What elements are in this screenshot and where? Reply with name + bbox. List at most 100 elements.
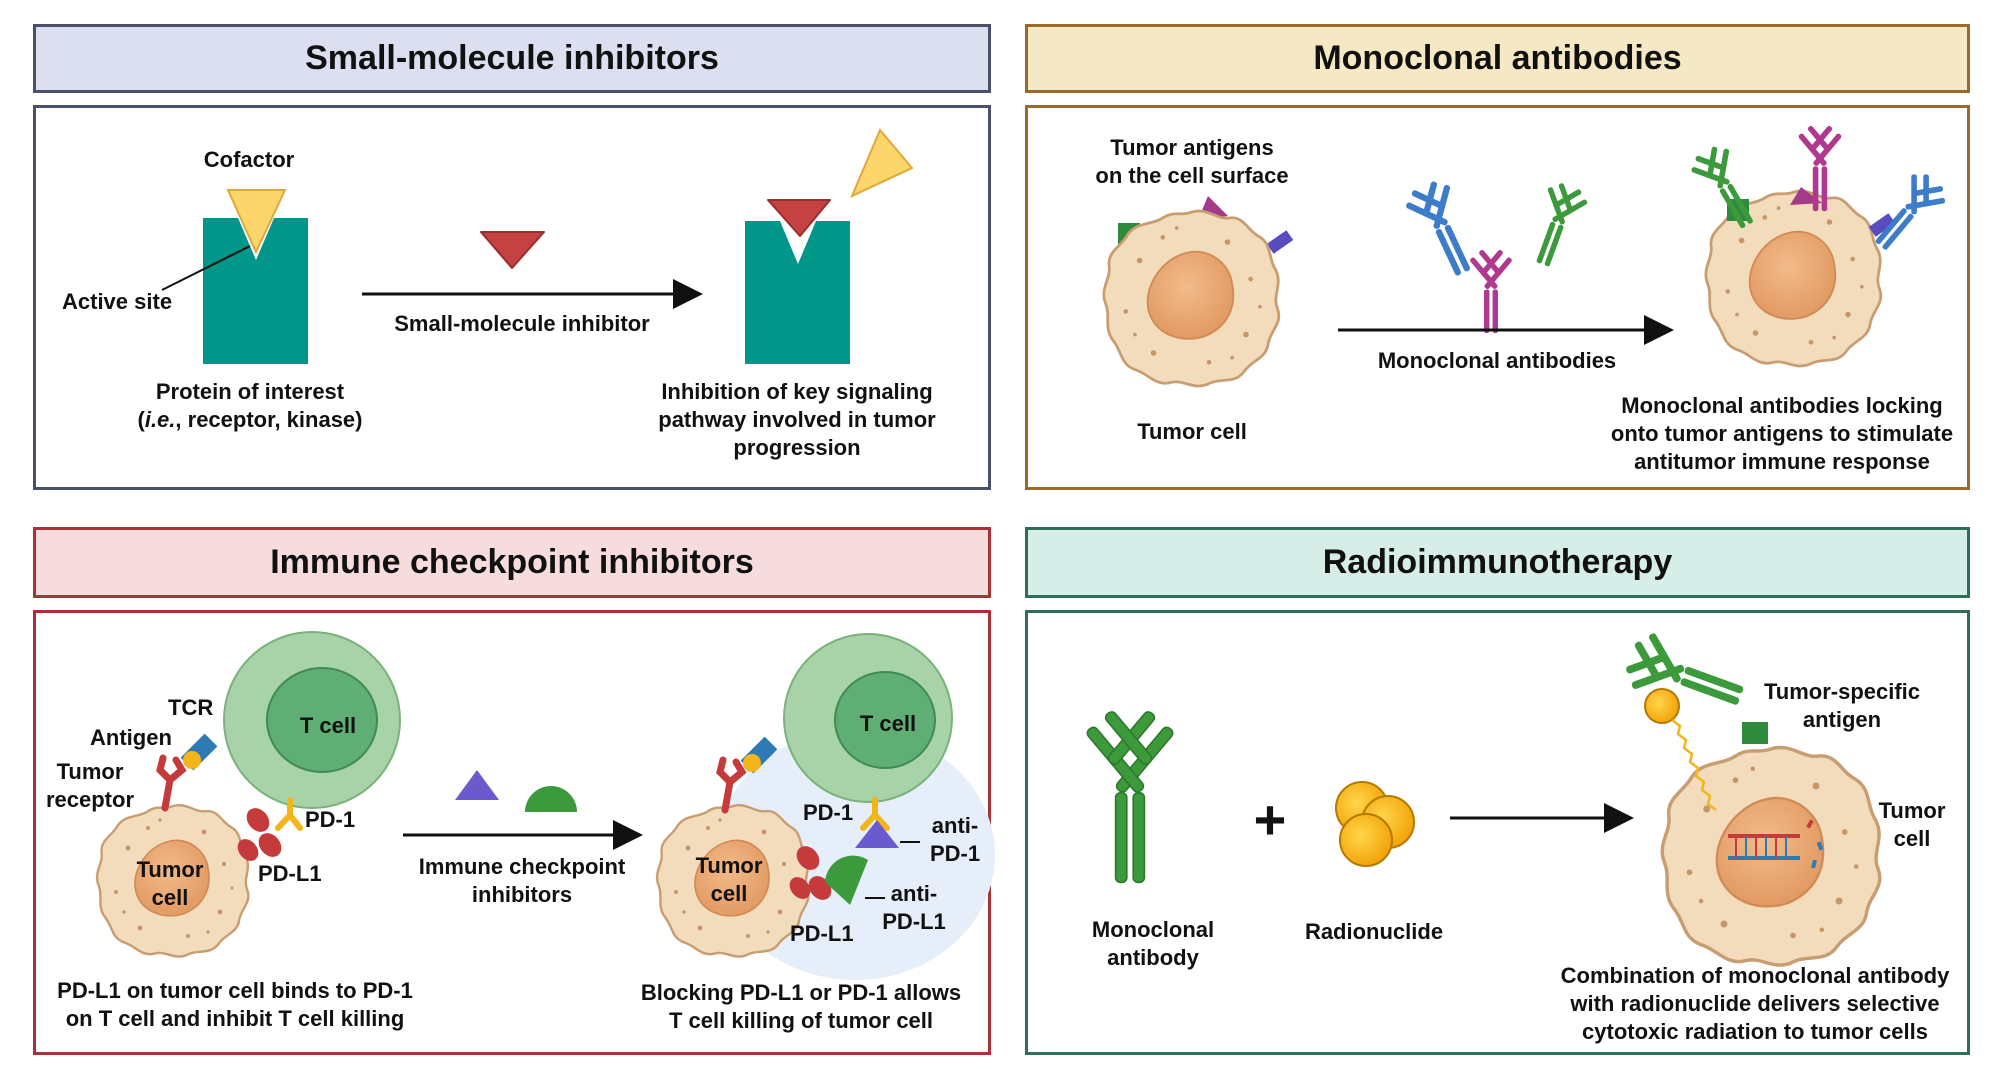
label-t-cell-left: T cell (299, 713, 357, 738)
label-radionuclide: Radionuclide (1304, 919, 1444, 944)
label-pd1-right: PD-1 (803, 800, 854, 825)
t-cell-left-inner (266, 667, 378, 773)
anti-pdl1-free (525, 786, 577, 812)
right-caption-line-2: T cell killing of tumor cell (668, 1008, 934, 1033)
title-checkpoint: Immune checkpoint inhibitors (270, 543, 754, 581)
protein-ie: i.e. (144, 407, 176, 432)
label-mab-radio: Monoclonal antibody (1092, 916, 1214, 972)
anti-pd1-line-2: PD-1 (929, 841, 981, 866)
header-small-molecule: Small-molecule inhibitors (33, 24, 991, 93)
tumor-cell-left-line-2: cell (151, 885, 189, 910)
active-site-pointer (161, 245, 251, 291)
label-antigen: Antigen (90, 725, 172, 750)
result-line-1: Inhibition of key signaling (661, 379, 933, 404)
pd1-pdl1-left (237, 797, 303, 861)
label-tumor-antigens: Tumor antigens on the cell surface (1095, 134, 1288, 190)
title-radio: Radioimmunotherapy (1322, 543, 1673, 581)
label-tumor-cell-right: Tumor cell (696, 852, 763, 908)
label-tumor-cell-radio: Tumor cell (1879, 797, 1946, 853)
anti-pdl1-line-2: PD-L1 (882, 909, 946, 934)
monoclonal-antibody-large (1084, 709, 1176, 884)
protein-open-paren: ( (137, 407, 145, 432)
checkpoint-arrow-line-1: Immune checkpoint (418, 854, 626, 879)
antigen-radio-line-2: antigen (1802, 707, 1882, 732)
tcr-antigen-right (716, 736, 778, 814)
label-checkpoint-arrow: Immune checkpoint inhibitors (419, 853, 626, 909)
label-anti-pd1: anti- PD-1 (930, 812, 980, 868)
label-pdl1-right: PD-L1 (790, 921, 854, 946)
radiation-wave (1671, 719, 1717, 811)
right-caption-line-1: Blocking PD-L1 or PD-1 allows (640, 980, 962, 1005)
label-tcr: TCR (168, 695, 214, 720)
anti-pd1-line-1: anti- (931, 813, 979, 838)
left-caption-line-1: PD-L1 on tumor cell binds to PD-1 (57, 978, 413, 1003)
dna-damage (1728, 819, 1824, 869)
tumor-cell-right-line-2: cell (710, 881, 748, 906)
tumor-specific-antigen-shape (1742, 722, 1768, 744)
displaced-cofactor (850, 128, 914, 199)
antibody-radio-conjugate (1618, 626, 1752, 726)
title-monoclonal: Monoclonal antibodies (1313, 39, 1682, 77)
radio-result-line-1: Combination of monoclonal antibody (1560, 963, 1950, 988)
free-antibodies (1399, 174, 1592, 334)
cofactor-shape (226, 189, 287, 255)
tumor-cell-radio-line-2: cell (1893, 826, 1931, 851)
label-tumor-cell-mab: Tumor cell (1137, 419, 1247, 444)
label-t-cell-right: T cell (859, 711, 917, 736)
label-tumor-cell-left: Tumor cell (137, 856, 204, 912)
label-inhibition-result: Inhibition of key signaling pathway invo… (658, 378, 935, 462)
label-pd1-left: PD-1 (305, 807, 356, 832)
mab-result-line-1: Monoclonal antibodies locking (1621, 393, 1943, 418)
antigens-line-2: on the cell surface (1095, 163, 1289, 188)
label-active-site: Active site (62, 289, 173, 314)
checkpoint-arrow-line-2: inhibitors (471, 882, 573, 907)
inhibited-protein (745, 199, 850, 364)
label-mab-arrow: Monoclonal antibodies (1377, 348, 1617, 373)
protein-line-2: (i.e., receptor, kinase) (138, 406, 363, 434)
title-small-molecule: Small-molecule inhibitors (305, 39, 719, 77)
mab-radio-line-2: antibody (1107, 945, 1199, 970)
plus-sign: + (1253, 788, 1287, 851)
t-cell-right-inner (834, 671, 936, 769)
caption-checkpoint-left: PD-L1 on tumor cell binds to PD-1 on T c… (57, 977, 413, 1033)
protein-line-1: Protein of interest (155, 379, 345, 404)
label-mab-result: Monoclonal antibodies locking onto tumor… (1611, 392, 1953, 476)
protein-rest: , receptor, kinase) (175, 407, 363, 432)
header-monoclonal: Monoclonal antibodies (1025, 24, 1970, 93)
antigens-line-1: Tumor antigens (1110, 135, 1274, 160)
header-checkpoint: Immune checkpoint inhibitors (33, 527, 991, 598)
pdl1-blocked-right (789, 846, 885, 905)
tumor-cell-radio-line-1: Tumor (1878, 798, 1946, 823)
label-protein-of-interest: Protein of interest (i.e., receptor, kin… (138, 378, 363, 434)
anti-pd1-free (455, 770, 499, 800)
radionuclide-cluster (1335, 781, 1415, 867)
tumor-receptor-line-2: receptor (45, 787, 135, 812)
label-pdl1-left: PD-L1 (258, 861, 322, 886)
result-line-2: pathway involved in tumor (658, 407, 936, 432)
anti-pdl1-line-1: anti- (890, 881, 938, 906)
mab-result-line-2: onto tumor antigens to stimulate (1610, 421, 1954, 446)
left-caption-line-2: on T cell and inhibit T cell killing (65, 1006, 405, 1031)
tumor-cell-left (1102, 196, 1294, 388)
label-tumor-specific-antigen: Tumor-specific antigen (1764, 678, 1920, 734)
label-tumor-receptor: Tumor receptor (46, 758, 134, 814)
tumor-cell-bound (1685, 124, 1953, 368)
caption-checkpoint-right: Blocking PD-L1 or PD-1 allows T cell kil… (641, 979, 961, 1035)
tumor-cell-right-line-1: Tumor (695, 853, 763, 878)
label-anti-pdl1: anti- PD-L1 (882, 880, 946, 936)
header-radio: Radioimmunotherapy (1025, 527, 1970, 598)
label-small-molecule-arrow: Small-molecule inhibitor (394, 311, 650, 336)
pd1-blocked-right (855, 797, 920, 848)
radio-result-line-3: cytotoxic radiation to tumor cells (1582, 1019, 1928, 1044)
mab-radio-line-1: Monoclonal (1091, 917, 1215, 942)
radionuclide-attached (1644, 688, 1680, 724)
result-line-3: progression (733, 435, 861, 460)
antigen-radio-line-1: Tumor-specific (1763, 679, 1921, 704)
tcr-antigen-left (156, 733, 218, 812)
tumor-receptor-line-1: Tumor (56, 759, 124, 784)
tumor-cell-left-line-1: Tumor (136, 857, 204, 882)
label-cofactor: Cofactor (203, 147, 295, 172)
radio-result-line-2: with radionuclide delivers selective (1570, 991, 1940, 1016)
